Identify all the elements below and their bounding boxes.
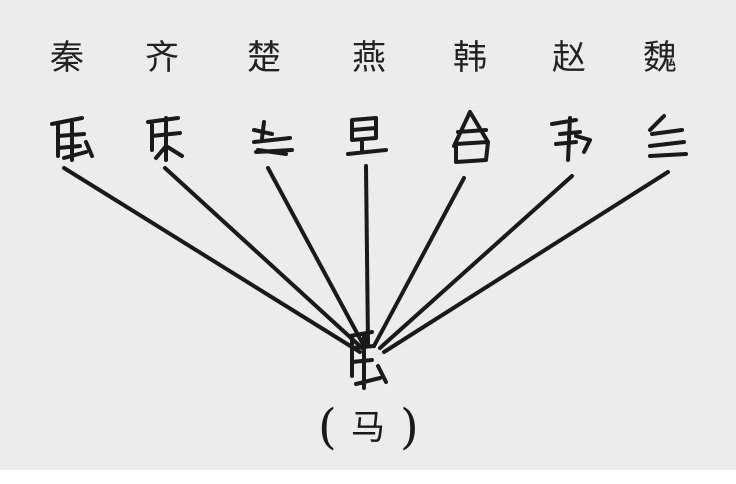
glyph-qin [50,116,94,162]
glyph-wei [648,114,688,158]
right-parenthesis: ) [400,399,419,455]
connector-chu [266,166,366,348]
connector-han [372,176,466,348]
state-label-wei: 魏 [643,38,677,78]
glyph-qi [146,116,184,162]
glyph-chu [252,120,294,156]
modern-character: 马 [351,408,385,448]
connector-wei [382,170,670,354]
connector-lines [62,164,670,354]
connector-yan [364,164,370,346]
connector-qin [62,166,362,354]
glyph-yan [346,116,388,156]
state-labels: 秦 齐 楚 燕 韩 赵 魏 [0,28,736,88]
state-label-qin: 秦 [50,38,84,78]
state-label-chu: 楚 [247,38,281,78]
connector-zhao [378,174,574,350]
state-label-han: 韩 [453,38,487,78]
left-parenthesis: ( [318,399,337,455]
state-label-yan: 燕 [352,38,386,78]
glyph-zhao [550,116,592,162]
bottom-margin [0,470,736,484]
connector-qi [163,166,364,350]
state-label-zhao: 赵 [552,38,586,78]
glyph-han [452,110,490,164]
state-label-qi: 齐 [145,38,179,78]
